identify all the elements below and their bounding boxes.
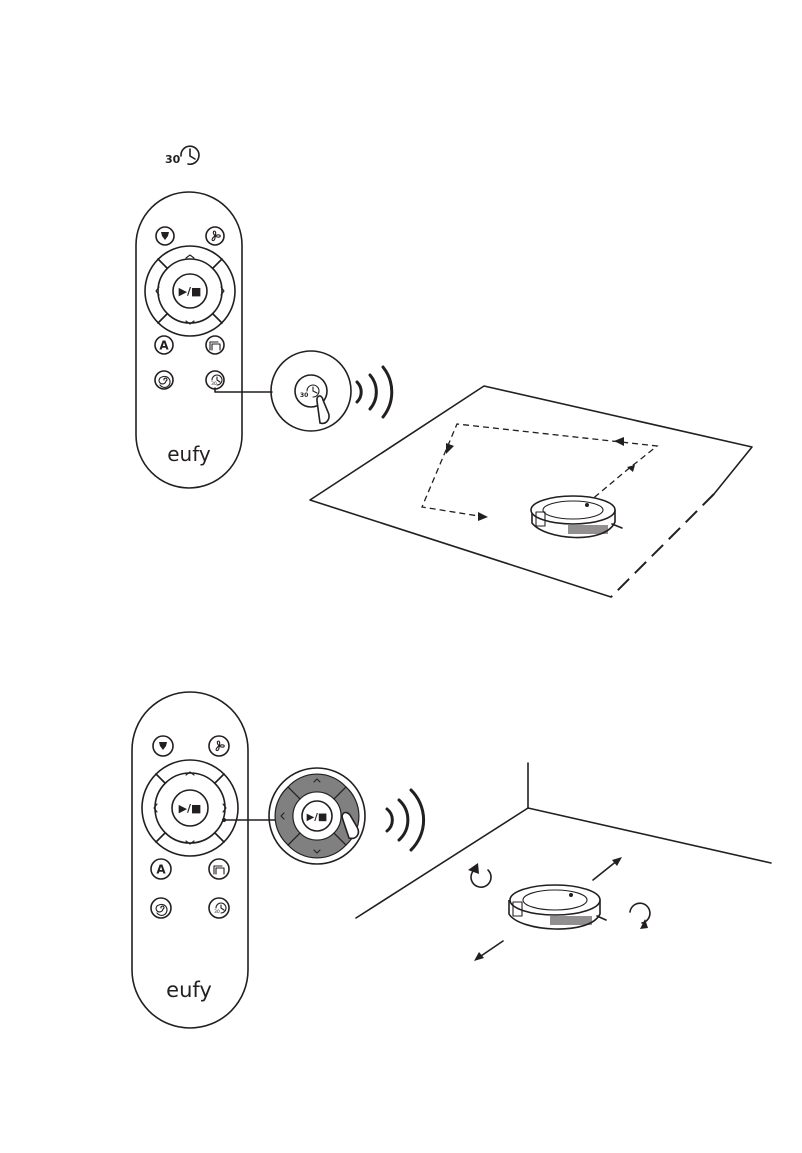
timer-clean-button[interactable]: 30 [206, 371, 224, 389]
suction-fan-icon [216, 741, 224, 750]
charging-dock-icon [161, 232, 169, 240]
auto-clean-icon: A [159, 339, 169, 353]
edge-clean-icon [210, 342, 220, 350]
signal-waves-2 [387, 790, 424, 850]
path-arrow-icon [614, 437, 624, 446]
edge-clean-button[interactable] [209, 859, 229, 879]
up-arrow-icon[interactable] [186, 255, 194, 258]
forward-arrow-icon [593, 860, 618, 880]
callout-line-1 [215, 388, 272, 392]
play-pause-icon: ▶/■ [179, 802, 202, 815]
spot-clean-icon [156, 904, 167, 915]
auto-clean-button[interactable]: A [151, 859, 171, 879]
eufy-logo: eufy [167, 442, 211, 466]
dpad-left-highlight[interactable] [275, 787, 300, 845]
timer-clean-label: 30 [214, 909, 220, 915]
timer-heading-icon: 30 [165, 146, 199, 166]
timer-heading-label: 30 [165, 153, 181, 166]
rotate-right-icon [630, 903, 650, 923]
edge-clean-button[interactable] [206, 336, 224, 354]
suction-fan-icon [212, 231, 220, 240]
timer-zoom-callout: 30 [271, 351, 351, 431]
spot-clean-icon [159, 376, 170, 387]
floor-plane-1 [310, 386, 752, 597]
spot-clean-button[interactable] [151, 898, 171, 918]
eufy-logo: eufy [166, 978, 212, 1002]
path-arrow-icon [446, 443, 454, 454]
direction-pad: ▶/■ [142, 760, 238, 856]
timer-zoom-label: 30 [300, 392, 308, 399]
edge-clean-icon [214, 866, 224, 874]
timer-clean-button[interactable]: 30 [209, 898, 229, 918]
suction-fan-button[interactable] [206, 227, 224, 245]
spot-clean-button[interactable] [155, 371, 173, 389]
remote-control-2: ▶/■ A 30 eufy [132, 692, 248, 1028]
robot-vacuum-1 [531, 496, 622, 538]
timer-clean-label: 30 [211, 381, 217, 387]
direction-pad: ▶/■ [145, 246, 235, 336]
auto-clean-button[interactable]: A [155, 336, 173, 354]
charging-dock-button[interactable] [156, 227, 174, 245]
play-pause-icon: ▶/■ [179, 285, 202, 298]
charging-dock-button[interactable] [153, 736, 173, 756]
signal-waves-1 [357, 367, 392, 417]
dpad-zoom-callout: ▶/■ [269, 768, 365, 864]
timer-zoom-icon [307, 385, 319, 397]
path-arrow-icon [478, 512, 488, 521]
play-pause-zoom-label: ▶/■ [307, 812, 328, 823]
finger-icon [317, 396, 329, 423]
charging-dock-icon [159, 742, 167, 750]
robot-vacuum-2 [509, 885, 606, 929]
suction-fan-button[interactable] [209, 736, 229, 756]
auto-clean-icon: A [156, 863, 166, 877]
remote-control-1: ▶/■ A 30 eufy [136, 192, 242, 488]
